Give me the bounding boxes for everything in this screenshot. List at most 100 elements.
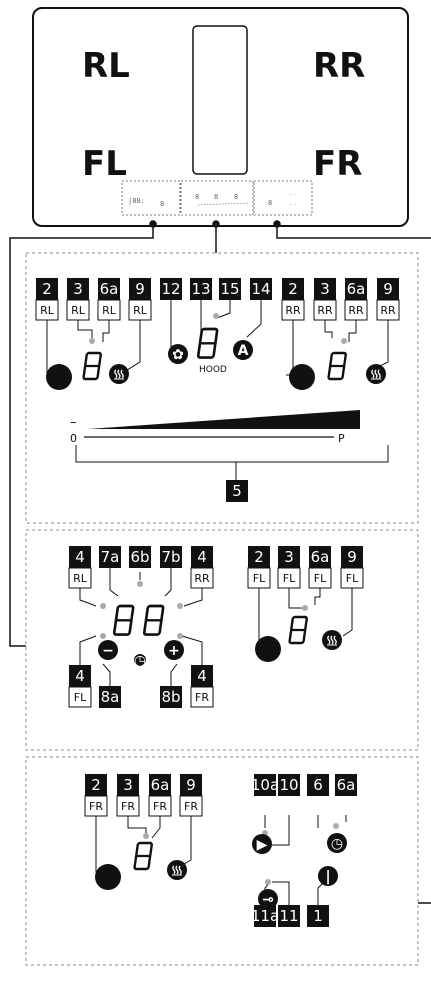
badge-hood-0: 12 [160,278,182,300]
pause-button[interactable]: ▶ [252,834,272,854]
badge-rl-0-number: 2 [42,280,52,298]
badge-mid-top-1: 7a [99,546,121,568]
badge-right-top-0: 10a [251,774,279,796]
badge-rl-3-number: 9 [135,280,145,298]
badge-mid-top-4-zone: RR [194,572,210,585]
badge-right-bottom-0-number: 11a [251,907,279,925]
hood-fan-icon[interactable]: ✿ [168,344,188,364]
badge-fr-3-zone: FR [184,800,198,813]
badge-fl-3-number: 9 [347,548,357,566]
badge-right-bottom-2-number: 1 [313,907,323,925]
badge-fl-2-number: 6a [311,548,330,566]
badge-mid-bottom-3-number: 4 [197,667,207,685]
badge-fl-1-number: 3 [284,548,294,566]
badge-rr-0-number: 2 [288,280,298,298]
zone-rl-label: RL [82,46,130,86]
timer-colon-led [137,581,143,587]
timer-rl-led [100,603,106,609]
badge-hood-1: 13 [190,278,212,300]
timer-rr-led [177,603,183,609]
fl-indicator-led [302,605,308,611]
timer-minus-button[interactable]: − [98,640,118,660]
badge-fl-3: 9FL [340,546,364,589]
timer-fr-led [177,633,183,639]
slider-min-label: 0 [70,432,77,445]
hood-auto-icon[interactable]: A [233,340,253,360]
badge-rr-1-zone: RR [317,304,333,317]
svg-text:· ·: · · [290,202,296,209]
rr-power-display [327,351,347,381]
badge-mid-bottom-1-number: 8a [101,688,120,706]
badge-rr-2-zone: RR [348,304,364,317]
hob-connectors [9,220,431,904]
svg-text:|: | [325,869,330,885]
badge-mid-top-0: 4RL [68,546,92,589]
slider-callout-badge: 5 [226,480,248,502]
rl-keep-warm-icon[interactable] [109,364,129,384]
hood-label: HOOD [199,365,227,375]
fl-zone-select-button[interactable] [255,636,281,662]
badge-rl-3: 9RL [128,278,152,321]
badge-hood-2-number: 15 [220,280,239,298]
fl-keep-warm-icon[interactable] [322,630,342,650]
hob-control-strip: |88: 8 8 8 8 8 · · · · [121,180,313,216]
badge-mid-bottom-0-number: 4 [75,667,85,685]
badge-right-top-1-number: 10 [279,776,298,794]
badge-mid-top-4: 4RR [190,546,214,589]
badge-fl-0: 2FL [247,546,271,589]
badge-fr-1-number: 3 [123,776,133,794]
panel-top [25,252,419,524]
badge-mid-bottom-3: 4FR [190,665,214,708]
timer-plus-button[interactable]: + [164,640,184,660]
badge-right-bottom-1: 11 [278,905,300,927]
svg-text:· ·: · · [290,192,296,199]
zone-fl-label: FL [82,144,127,184]
rr-zone-select-button[interactable] [289,364,315,390]
power-button[interactable]: | [318,866,338,886]
svg-text:✿: ✿ [172,347,184,363]
svg-text:⊸: ⊸ [262,892,274,908]
badge-rl-1-number: 3 [73,280,83,298]
zone-rr-label: RR [313,46,365,86]
fr-zone-select-button[interactable] [95,864,121,890]
power-slider[interactable]: – + 0 P [70,410,360,445]
fr-power-display [133,841,153,871]
badge-right-top-3: 6a [335,774,357,796]
svg-text:−: − [102,643,114,659]
badge-rl-1-zone: RL [71,304,86,317]
timer-clock-icon[interactable]: ◷ [134,653,146,669]
badge-rr-3: 9RR [376,278,400,321]
badge-right-top-1: 10 [278,774,300,796]
badge-hood-3: 14 [250,278,272,300]
hood-indicator-led [213,313,219,319]
badge-rr-3-zone: RR [380,304,396,317]
badge-fr-0: 2FR [84,774,108,817]
badge-rl-2-number: 6a [100,280,119,298]
badge-mid-top-4-number: 4 [197,548,207,566]
svg-text:8: 8 [214,193,218,201]
badge-mid-top-0-number: 4 [75,548,85,566]
badge-right-top-0-number: 10a [251,776,279,794]
svg-text:◷: ◷ [134,653,146,669]
rl-zone-select-button[interactable] [46,364,72,390]
badge-right-bottom-0: 11a [251,905,279,927]
badge-right-top-2: 6 [307,774,329,796]
fr-keep-warm-icon[interactable] [167,860,187,880]
rr-keep-warm-icon[interactable] [366,364,386,384]
badge-mid-bottom-0: 4FL [68,665,92,708]
lock-button[interactable]: ⊸ [258,889,278,909]
badge-rr-2-number: 6a [347,280,366,298]
zone-fr-label: FR [313,144,362,184]
badge-right-top-3-number: 6a [337,776,356,794]
minute-minder-button[interactable]: ◷ [327,833,347,853]
badge-fr-1-zone: FR [121,800,135,813]
badge-mid-bottom-0-zone: FL [74,691,87,704]
badge-fr-1: 3FR [116,774,140,817]
badge-fl-0-number: 2 [254,548,264,566]
hood-vent-slot [192,25,248,175]
badge-fr-3-number: 9 [186,776,196,794]
badge-fl-3-zone: FL [346,572,359,585]
badge-mid-top-0-zone: RL [73,572,88,585]
svg-text:+: + [168,643,180,659]
